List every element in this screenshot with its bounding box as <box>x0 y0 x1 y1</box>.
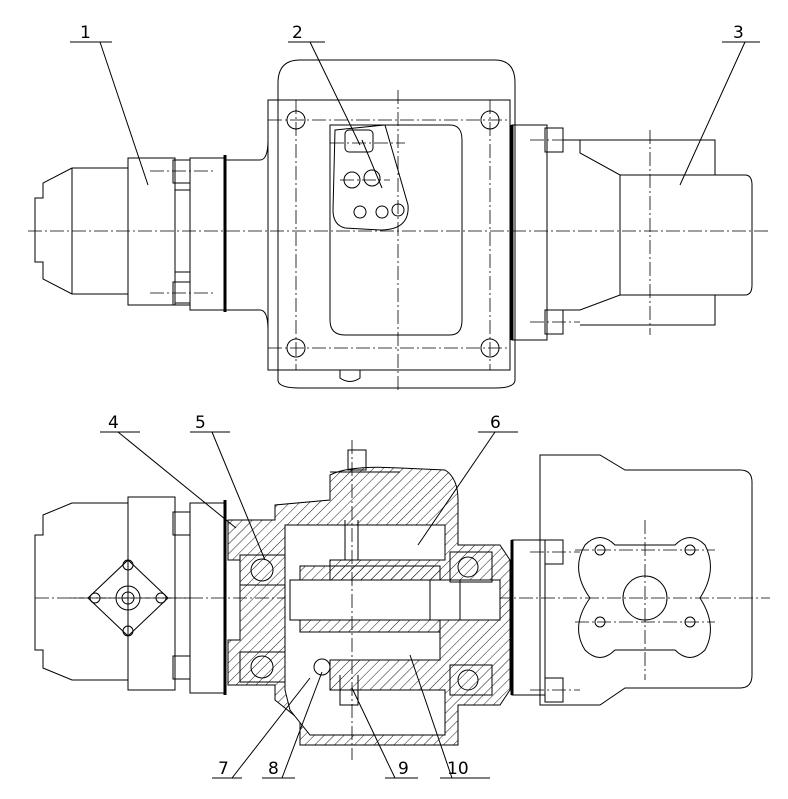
label-1: 1 <box>80 23 91 43</box>
label-2: 2 <box>292 23 303 43</box>
bolt-hole <box>286 110 306 130</box>
left-motor-bottom <box>34 496 227 695</box>
lever-bracket <box>330 124 409 231</box>
label-6: 6 <box>490 413 501 433</box>
label-3: 3 <box>733 23 744 43</box>
bolt-hole <box>480 110 500 130</box>
bolt-hole <box>286 338 306 358</box>
left-motor-top <box>34 155 227 312</box>
label-7: 7 <box>218 759 229 779</box>
bottom-view <box>34 440 770 760</box>
housing-top <box>225 59 516 390</box>
label-10: 10 <box>447 759 469 779</box>
label-4: 4 <box>108 413 119 433</box>
housing-section <box>227 440 514 760</box>
callouts: 1 2 3 4 5 6 7 8 9 10 <box>70 23 760 779</box>
bolt-hole <box>480 338 500 358</box>
label-8: 8 <box>268 759 279 779</box>
label-5: 5 <box>195 413 206 433</box>
right-motor-top <box>511 124 753 341</box>
right-motor-bottom <box>511 454 753 706</box>
label-9: 9 <box>398 759 409 779</box>
top-view <box>28 59 770 390</box>
